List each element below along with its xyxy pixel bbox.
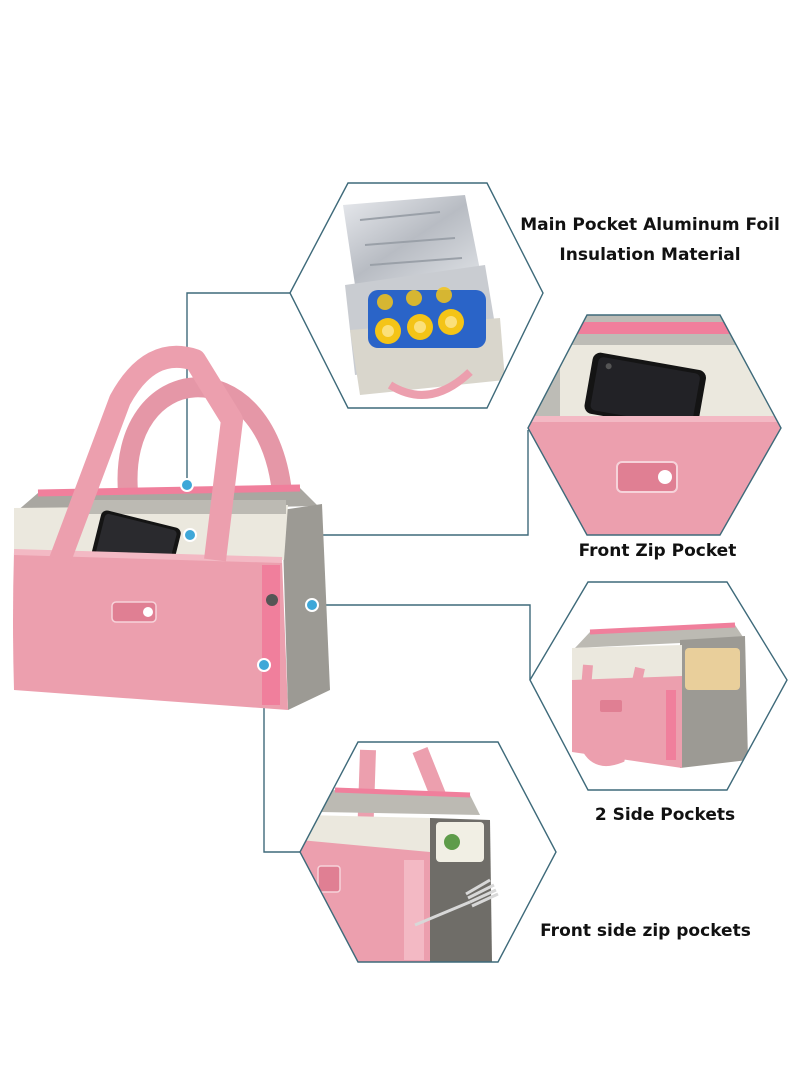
brand-badge: [317, 865, 341, 893]
caption-main-pocket: Main Pocket Aluminum Foil Insulation Mat…: [500, 210, 800, 270]
back-handle: [117, 377, 292, 494]
badge-cat-icon: [143, 607, 153, 617]
side-zipper-strip: [666, 690, 676, 760]
connector-main-pocket: [186, 292, 290, 485]
hexagon-front-side-zip-pockets: [299, 741, 557, 963]
marker-dots: [180, 478, 319, 672]
front-handle: [576, 664, 645, 767]
bag-inner-body: [572, 645, 682, 682]
phone: [584, 352, 706, 432]
carry-strap: [387, 369, 473, 399]
side-zipper-strip: [404, 860, 424, 960]
hexagon-main-pocket: [289, 182, 544, 409]
snack-pack-flower: [444, 834, 460, 850]
caption-main-pocket-line1: Main Pocket Aluminum Foil: [520, 215, 780, 235]
side-zipper-strip: [262, 565, 280, 705]
connector-side-pockets: [312, 604, 531, 680]
brand-badge: [600, 700, 622, 712]
front-handle: [49, 345, 243, 564]
hexagon-side-pockets: [529, 581, 788, 791]
brand-badge: [111, 601, 157, 623]
inner-pocket-gray-top: [76, 500, 286, 514]
caption-front-side-zip-pockets: Front side zip pockets: [540, 921, 751, 941]
caption-main-pocket-line2: Insulation Material: [559, 245, 741, 265]
hexagon-front-zip-pocket: [527, 314, 782, 536]
pocket-zipper: [565, 322, 765, 334]
fork: [414, 878, 499, 927]
marker-front-zip: [183, 528, 197, 542]
zipper-pull: [266, 594, 278, 606]
badge-cat-icon: [658, 470, 672, 484]
marker-side-pocket: [305, 598, 319, 612]
front-pocket: [13, 552, 288, 710]
main-bag: [13, 345, 330, 710]
caption-front-zip-pocket: Front Zip Pocket: [578, 541, 737, 561]
marker-front-side-zip: [257, 658, 271, 672]
caption-side-pockets: 2 Side Pockets: [594, 805, 736, 825]
side-pocket-contents: [685, 648, 740, 690]
marker-main-pocket: [180, 478, 194, 492]
connector-front-side-zip: [263, 665, 300, 853]
brand-badge: [616, 461, 678, 493]
